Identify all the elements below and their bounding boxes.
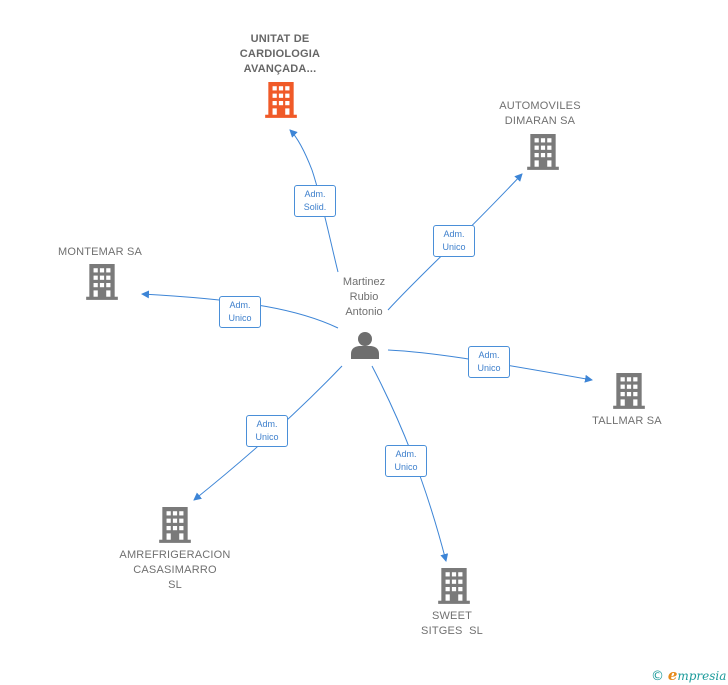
edge-label-unitat[interactable]: Adm. Solid. bbox=[294, 185, 336, 217]
edge-role-line: Unico bbox=[255, 432, 279, 442]
edge-role-line: Unico bbox=[394, 462, 418, 472]
company-name-tallmar[interactable]: TALLMAR SA bbox=[567, 414, 687, 429]
company-name-line: MONTEMAR SA bbox=[57, 246, 143, 258]
person-name-line: Antonio bbox=[345, 306, 383, 318]
edge-role-line: Unico bbox=[228, 313, 252, 323]
brand-initial: e bbox=[667, 666, 678, 684]
person-name-line: Rubio bbox=[349, 291, 379, 303]
edge-line-montemar bbox=[141, 290, 339, 329]
edge-role-line: Adm. bbox=[478, 350, 500, 360]
company-name-line: AMREFRIGERACION bbox=[119, 549, 231, 561]
building-icon[interactable] bbox=[612, 373, 646, 411]
edge-label-amrefrigeracion[interactable]: Adm. Unico bbox=[246, 415, 288, 447]
building-icon[interactable] bbox=[158, 507, 192, 545]
company-name-line: CARDIOLOGIA bbox=[239, 48, 321, 60]
edge-label-montemar[interactable]: Adm. Unico bbox=[219, 296, 261, 328]
edge-role-line: Adm. bbox=[229, 300, 251, 310]
company-name-line: TALLMAR SA bbox=[592, 415, 662, 427]
person-name[interactable]: Martinez Rubio Antonio bbox=[322, 275, 406, 320]
company-name-line: CASASIMARRO bbox=[133, 564, 217, 576]
company-name-unitat[interactable]: UNITAT DE CARDIOLOGIA AVANÇADA... bbox=[220, 32, 340, 77]
company-name-line: AUTOMOVILES bbox=[499, 100, 581, 112]
edge-line-unitat bbox=[289, 129, 339, 273]
brand-footer[interactable]: © empresia bbox=[651, 666, 726, 684]
building-icon[interactable] bbox=[264, 82, 298, 120]
edge-role-line: Adm. bbox=[256, 419, 278, 429]
company-name-line: SITGES SL bbox=[421, 625, 483, 637]
company-name-sweet[interactable]: SWEET SITGES SL bbox=[392, 609, 512, 639]
edge-line-tallmar bbox=[387, 349, 593, 383]
building-icon[interactable] bbox=[85, 264, 119, 302]
edge-label-tallmar[interactable]: Adm. Unico bbox=[468, 346, 510, 378]
company-name-line: DIMARAN SA bbox=[504, 115, 576, 127]
company-name-amrefrigeracion[interactable]: AMREFRIGERACION CASASIMARRO SL bbox=[105, 548, 245, 593]
edge-role-line: Solid. bbox=[303, 202, 327, 212]
company-name-line: SL bbox=[168, 579, 182, 591]
building-icon[interactable] bbox=[437, 568, 471, 606]
building-icon[interactable] bbox=[526, 134, 560, 172]
edge-label-automoviles[interactable]: Adm. Unico bbox=[433, 225, 475, 257]
edge-role-line: Unico bbox=[477, 363, 501, 373]
copyright-icon: © bbox=[651, 669, 664, 684]
edge-label-sweet[interactable]: Adm. Unico bbox=[385, 445, 427, 477]
company-name-line: SWEET bbox=[431, 610, 473, 622]
person-name-line: Martinez bbox=[342, 276, 386, 288]
company-name-montemar[interactable]: MONTEMAR SA bbox=[40, 245, 160, 260]
edge-role-line: Unico bbox=[442, 242, 466, 252]
company-name-line: UNITAT DE bbox=[250, 33, 310, 45]
company-name-automoviles[interactable]: AUTOMOVILES DIMARAN SA bbox=[480, 99, 600, 129]
brand-name: mpresia bbox=[677, 669, 727, 683]
company-name-line: AVANÇADA... bbox=[243, 63, 317, 75]
person-icon[interactable] bbox=[350, 330, 380, 360]
edge-role-line: Adm. bbox=[304, 189, 326, 199]
edge-role-line: Adm. bbox=[395, 449, 417, 459]
edge-role-line: Adm. bbox=[443, 229, 465, 239]
